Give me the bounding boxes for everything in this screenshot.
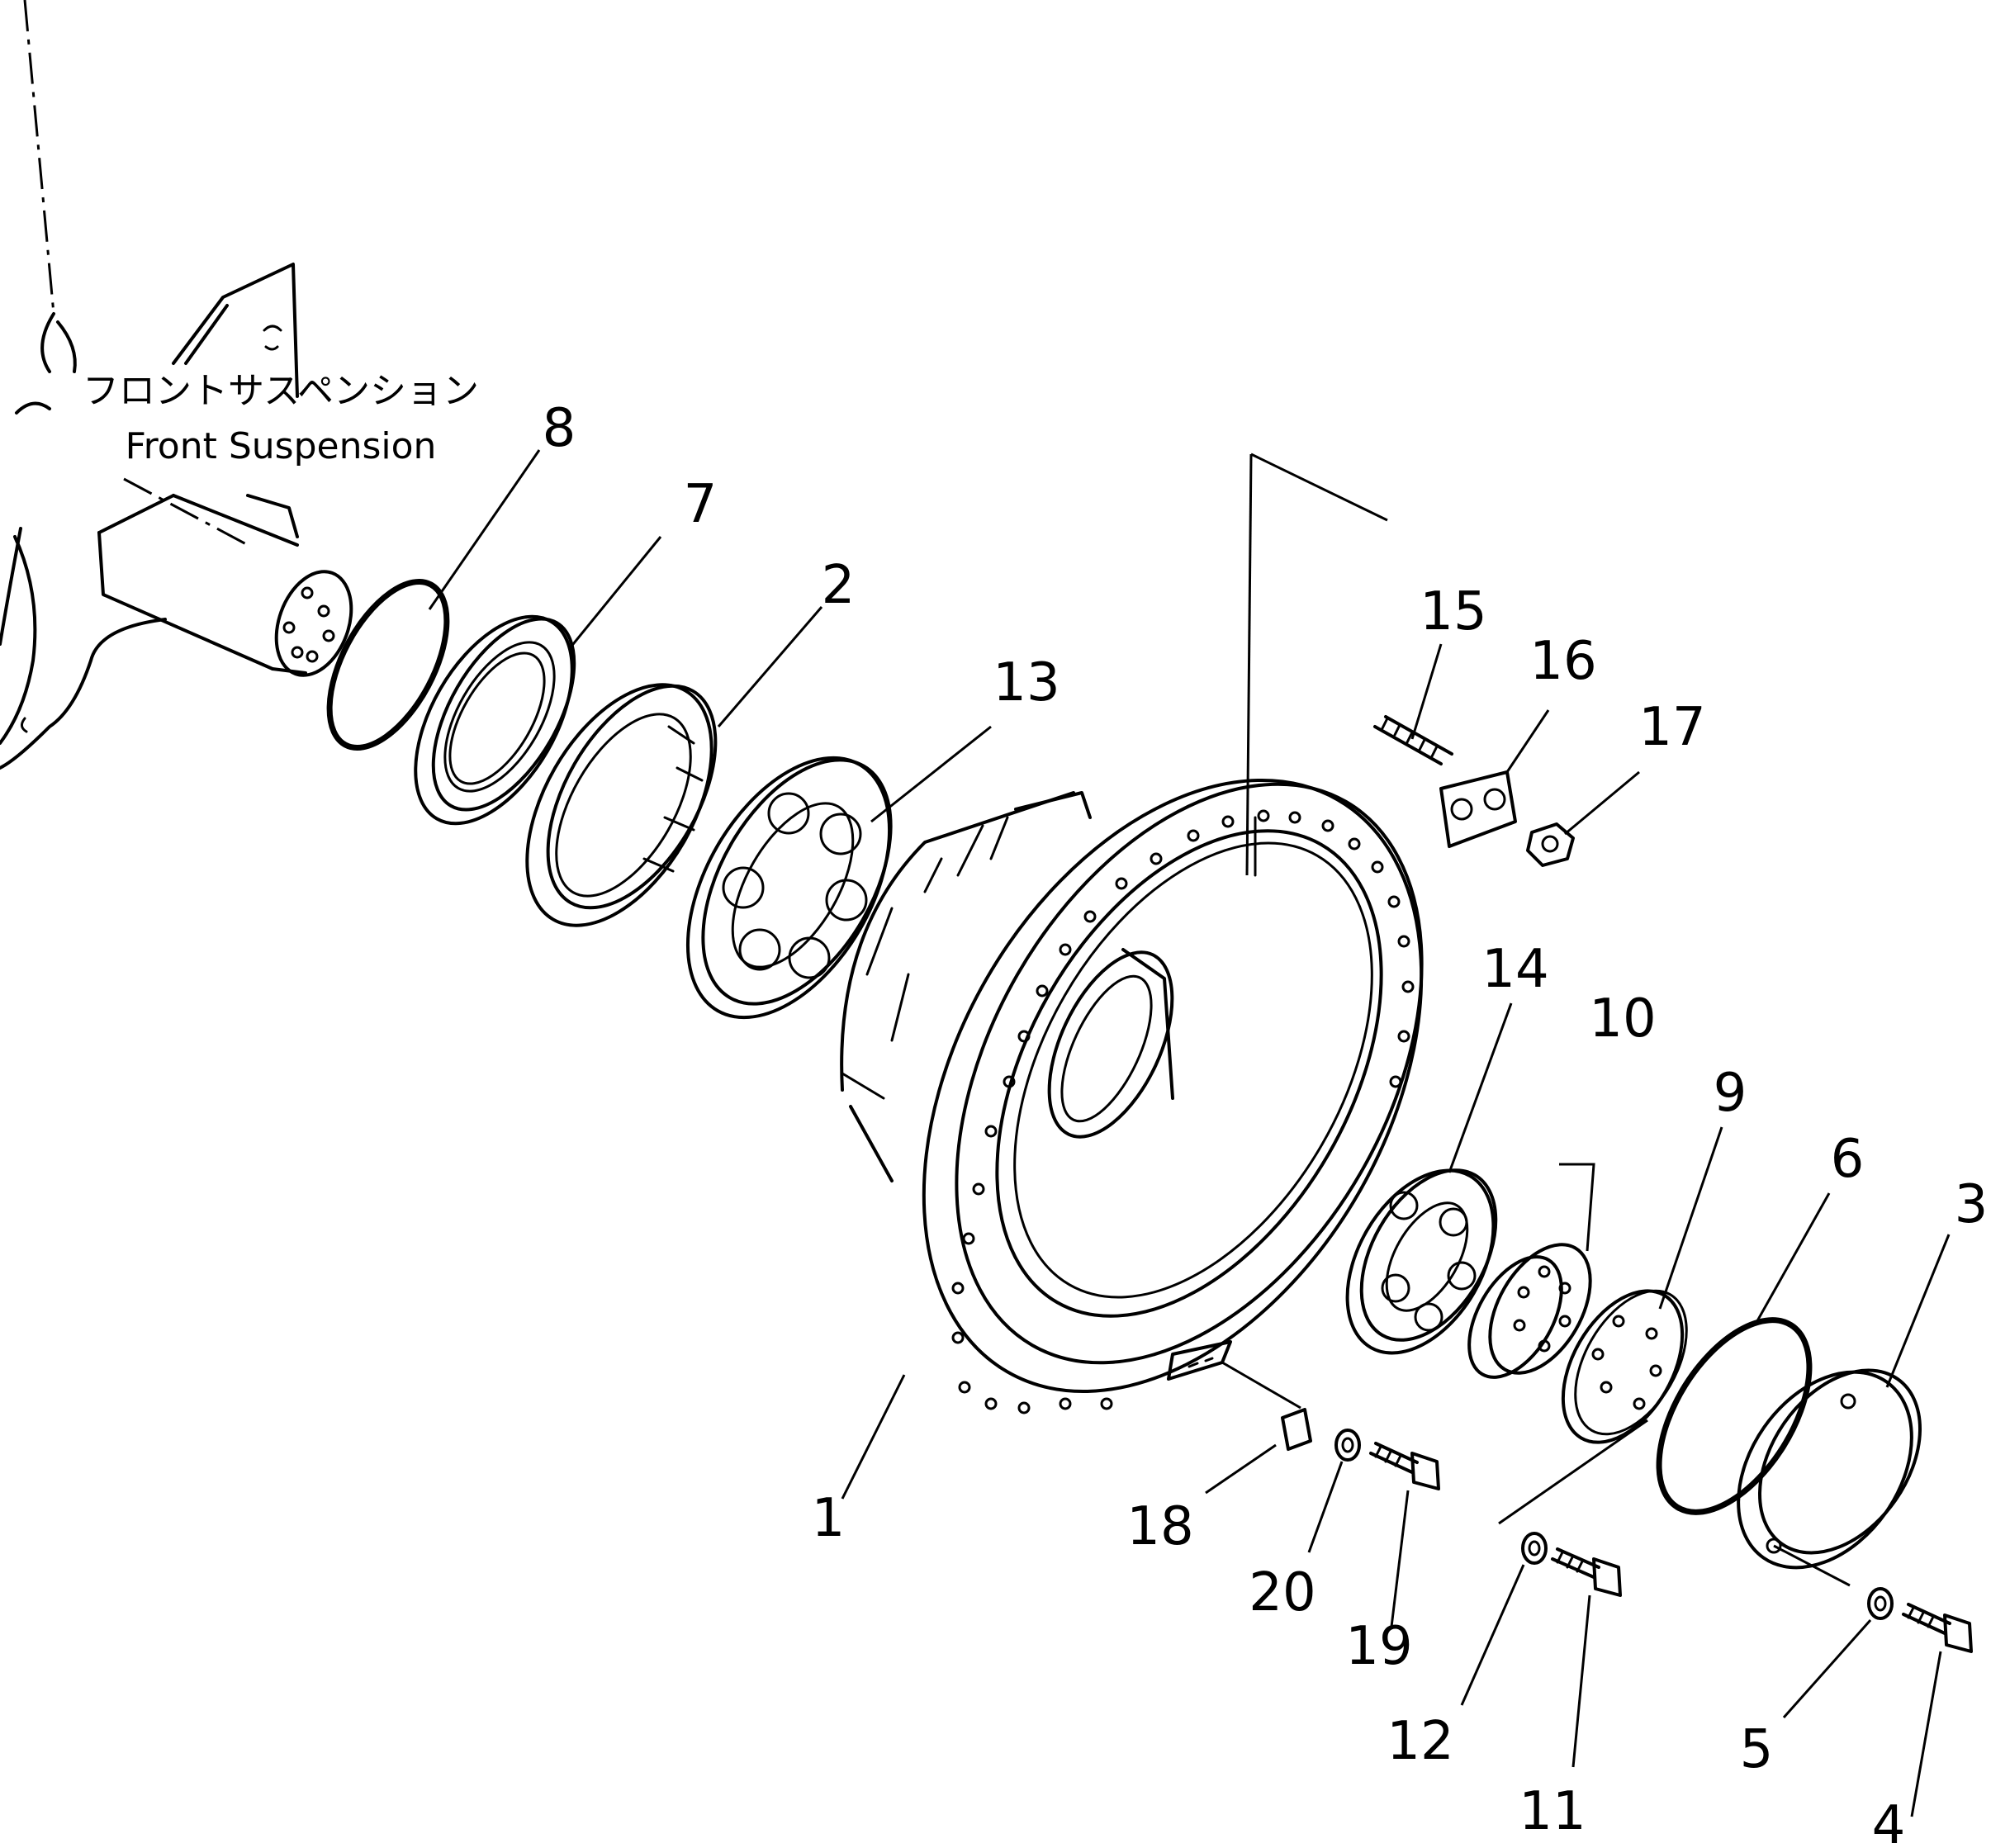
part-6-o-ring [1656, 1317, 1813, 1515]
callout-1: 1 [812, 1488, 846, 1549]
callout-6: 6 [1831, 1129, 1865, 1190]
assembly-label-en: Front Suspension [126, 425, 437, 467]
callout-10: 10 [1589, 988, 1656, 1050]
part-16-lock-plate [1439, 770, 1517, 848]
callout-3: 3 [1955, 1174, 1989, 1235]
part-2-bearing-race [525, 683, 718, 927]
part-13-roller-bearing [685, 756, 893, 1020]
front-suspension-housing [0, 0, 353, 770]
part-4-bolt [1902, 1603, 1973, 1653]
callout-12: 12 [1387, 1711, 1453, 1772]
callout-13: 13 [993, 652, 1059, 713]
part-15-stud [1373, 715, 1453, 765]
callout-4: 4 [1872, 1795, 1906, 1848]
part-12-washer [1521, 1532, 1548, 1565]
part-14-roller-bearing [1345, 1168, 1498, 1355]
callout-20: 20 [1249, 1562, 1315, 1623]
leader-lines [428, 449, 1951, 1817]
part-10-shims [1467, 1163, 1595, 1379]
callout-16: 16 [1529, 631, 1596, 692]
callout-18: 18 [1126, 1496, 1193, 1557]
part-11-bolt [1551, 1547, 1622, 1597]
part-8-o-ring [326, 579, 450, 751]
callout-19: 19 [1345, 1616, 1412, 1677]
part-3-cover [1737, 1368, 1922, 1587]
callout-2: 2 [822, 555, 856, 616]
callout-15: 15 [1420, 581, 1486, 642]
part-17-nut [1526, 822, 1575, 867]
part-19-bolt [1369, 1442, 1440, 1490]
callout-8: 8 [543, 398, 576, 459]
part-1-hub-housing [840, 453, 1424, 1414]
part-5-washer [1867, 1587, 1894, 1620]
callout-17: 17 [1638, 697, 1705, 758]
callout-14: 14 [1481, 939, 1548, 1000]
callout-11: 11 [1519, 1781, 1586, 1842]
callout-5: 5 [1740, 1719, 1774, 1780]
part-20-washer [1334, 1429, 1361, 1462]
part-18-lock-plate [1221, 1361, 1312, 1451]
callout-7: 7 [684, 474, 718, 535]
part-7-seal [414, 614, 576, 826]
callout-9: 9 [1714, 1063, 1747, 1124]
assembly-label-jp: フロントサスペンション [83, 370, 479, 412]
